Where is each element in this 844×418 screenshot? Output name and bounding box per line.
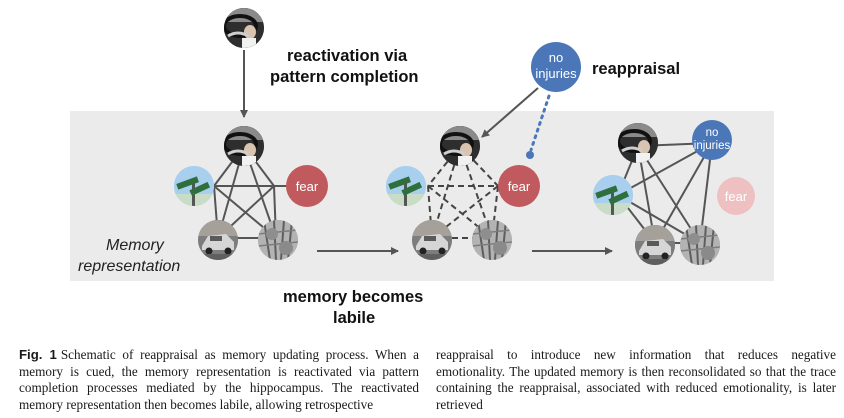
no-injuries-3-line2: injuries	[694, 140, 731, 152]
reappraisal-link-dot	[526, 151, 534, 159]
node-tree-1	[258, 220, 298, 260]
fear-label-3: fear	[725, 189, 748, 204]
memory-updating-diagram: reactivation via pattern completion fear…	[70, 0, 774, 327]
figure-label: Fig. 1	[19, 347, 57, 362]
fear-node-1	[286, 165, 328, 207]
memory-representation-label-2: representation	[78, 258, 180, 275]
labile-label-1: memory becomes	[283, 288, 423, 306]
no-injuries-node-3	[692, 120, 732, 160]
reappraisal-dotted-link	[529, 94, 551, 152]
caption-left-text: Schematic of reappraisal as memory updat…	[19, 347, 420, 412]
node-tree-3	[680, 225, 720, 265]
memory-representation-label-1: Memory	[106, 237, 165, 254]
node-car-1	[198, 220, 238, 260]
reactivation-label-2: pattern completion	[270, 68, 419, 86]
no-injuries-top-line1: no	[549, 50, 563, 65]
no-injuries-node-top	[531, 42, 581, 92]
fear-label-2: fear	[508, 179, 531, 194]
reappraisal-arrow	[481, 87, 539, 138]
caption-right-text: reappraisal to introduce new information…	[436, 347, 836, 412]
fear-label-1: fear	[296, 179, 319, 194]
reappraisal-label: reappraisal	[592, 60, 680, 78]
no-injuries-top-line2: injuries	[535, 66, 577, 81]
reactivation-label-1: reactivation via	[287, 47, 408, 65]
fear-node-2	[498, 165, 540, 207]
no-injuries-3-line1: no	[706, 127, 719, 139]
node-car-3	[635, 225, 675, 265]
fear-node-3-faded	[717, 177, 755, 215]
node-car-2	[412, 220, 452, 260]
cue-driver-photo	[224, 8, 264, 50]
labile-label-2: labile	[333, 309, 375, 327]
node-tree-2	[472, 220, 512, 260]
caption-right: reappraisal to introduce new information…	[436, 347, 836, 413]
